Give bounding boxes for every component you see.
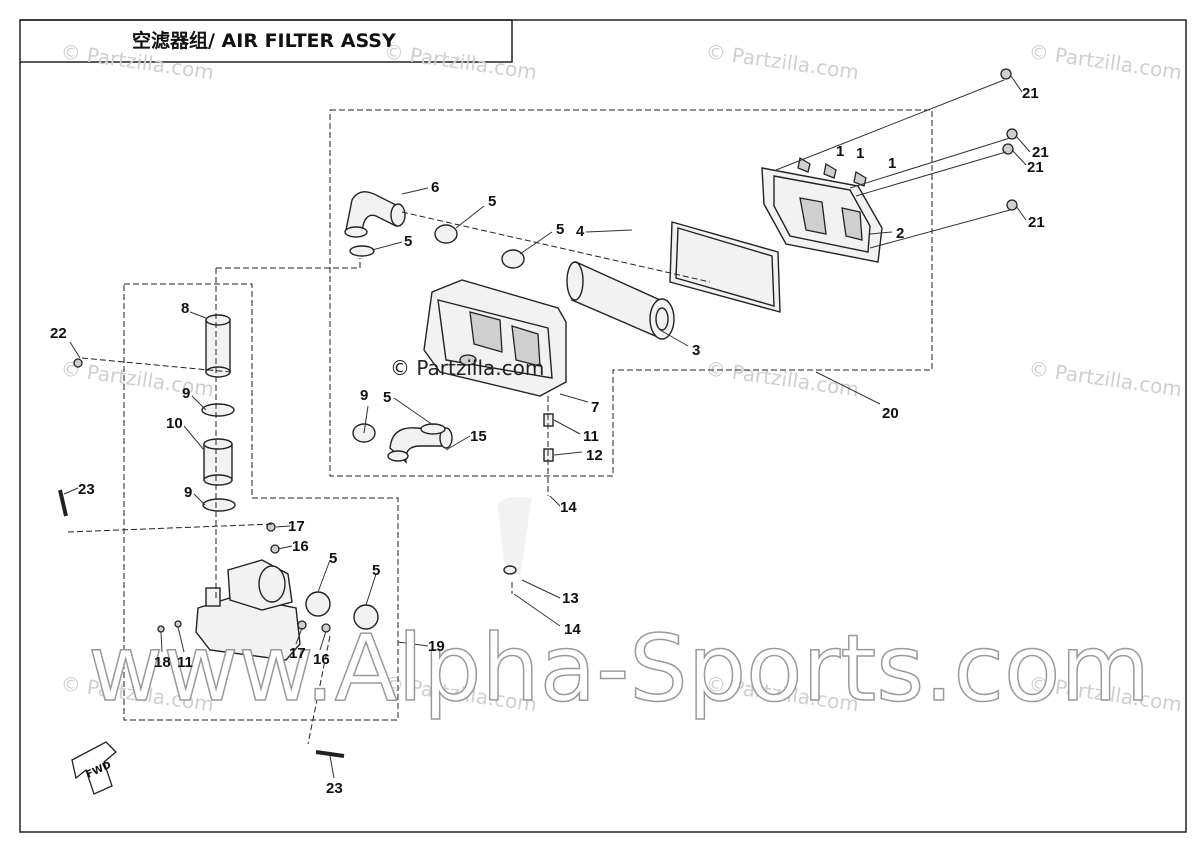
callout-10: 10 — [166, 415, 183, 432]
filter-element — [566, 260, 675, 340]
callout-1: 1 — [836, 143, 844, 160]
clamp — [434, 224, 458, 244]
leader-lines — [63, 75, 1031, 779]
callout-11: 11 — [177, 654, 193, 671]
washer — [270, 544, 280, 554]
callout-22: 22 — [50, 325, 67, 342]
callout-9: 9 — [184, 484, 192, 501]
callout-7: 7 — [591, 399, 599, 416]
watermark: © Partzilla.com — [1027, 39, 1183, 84]
callout-18: 18 — [154, 654, 171, 671]
callout-6: 6 — [431, 179, 439, 196]
bolt — [1000, 68, 1012, 80]
callout-14: 14 — [564, 621, 581, 638]
drawing-border — [19, 19, 1187, 833]
callout-20: 20 — [882, 405, 899, 422]
bolt — [1002, 143, 1014, 155]
clamp — [349, 245, 375, 257]
gasket — [669, 221, 781, 313]
callout-4: 4 — [576, 223, 585, 240]
clamp — [305, 591, 331, 617]
callout-21: 21 — [1032, 144, 1049, 161]
watermark: © Partzilla.com — [704, 39, 860, 84]
clamp — [201, 403, 235, 417]
callout-21: 21 — [1022, 85, 1039, 102]
forward-arrow-icon: FWD — [71, 741, 117, 795]
group-box-20 — [329, 109, 933, 477]
callout-15: 15 — [470, 428, 487, 445]
callout-23: 23 — [326, 780, 343, 797]
callout-3: 3 — [692, 342, 700, 359]
center-watermark: © Partzilla.com — [390, 356, 544, 380]
resonator-box — [195, 559, 301, 661]
watermark: © Partzilla.com — [382, 39, 538, 84]
callout-2: 2 — [896, 225, 904, 242]
callout-9: 9 — [360, 387, 368, 404]
callout-labels: 1 1 1 2 3 4 5 5 5 5 5 5 6 7 8 9 9 9 10 1… — [50, 85, 1049, 797]
assembly-lines — [67, 79, 1011, 745]
callout-11: 11 — [583, 428, 599, 445]
bolt — [73, 358, 83, 368]
clamp — [420, 423, 446, 435]
large-watermark: www.Alpha-Sports.com — [88, 615, 1150, 722]
breather-hose — [495, 494, 533, 579]
rubber-sleeve — [203, 438, 233, 486]
callout-1: 1 — [856, 145, 864, 162]
clamp — [501, 249, 525, 269]
callout-23: 23 — [78, 481, 95, 498]
bolt — [1006, 199, 1018, 211]
bolt — [1006, 128, 1018, 140]
airbox-housing — [423, 279, 567, 397]
title-box — [20, 19, 513, 63]
callout-19: 19 — [428, 638, 445, 655]
filter-cover — [761, 156, 883, 263]
callout-21: 21 — [1028, 214, 1045, 231]
intake-elbow — [344, 191, 406, 238]
watermark: © Partzilla.com — [1027, 356, 1183, 401]
hose-clip — [503, 565, 517, 575]
callout-1: 1 — [888, 155, 896, 172]
bolt — [58, 489, 68, 517]
callout-17: 17 — [288, 518, 305, 535]
callout-5: 5 — [404, 233, 412, 250]
callout-9: 9 — [182, 385, 190, 402]
callout-5: 5 — [488, 193, 496, 210]
watermark: © Partzilla.com — [704, 356, 860, 401]
callout-5: 5 — [383, 389, 391, 406]
callout-21: 21 — [1027, 159, 1044, 176]
callout-14: 14 — [560, 499, 577, 516]
callout-17: 17 — [289, 645, 306, 662]
clamp — [202, 498, 236, 512]
callout-5: 5 — [372, 562, 380, 579]
callout-12: 12 — [586, 447, 603, 464]
callout-16: 16 — [313, 651, 330, 668]
callout-16: 16 — [292, 538, 309, 555]
diagram-title: 空滤器组/ AIR FILTER ASSY — [132, 29, 396, 52]
callout-8: 8 — [181, 300, 189, 317]
callout-5: 5 — [329, 550, 337, 567]
callout-13: 13 — [562, 590, 579, 607]
callout-5: 5 — [556, 221, 564, 238]
box-bracket — [205, 587, 221, 607]
nut — [266, 522, 276, 532]
intake-tube — [205, 314, 231, 378]
bolt — [315, 750, 345, 758]
lower-elbow — [387, 427, 453, 464]
group-box-19 — [123, 283, 399, 721]
